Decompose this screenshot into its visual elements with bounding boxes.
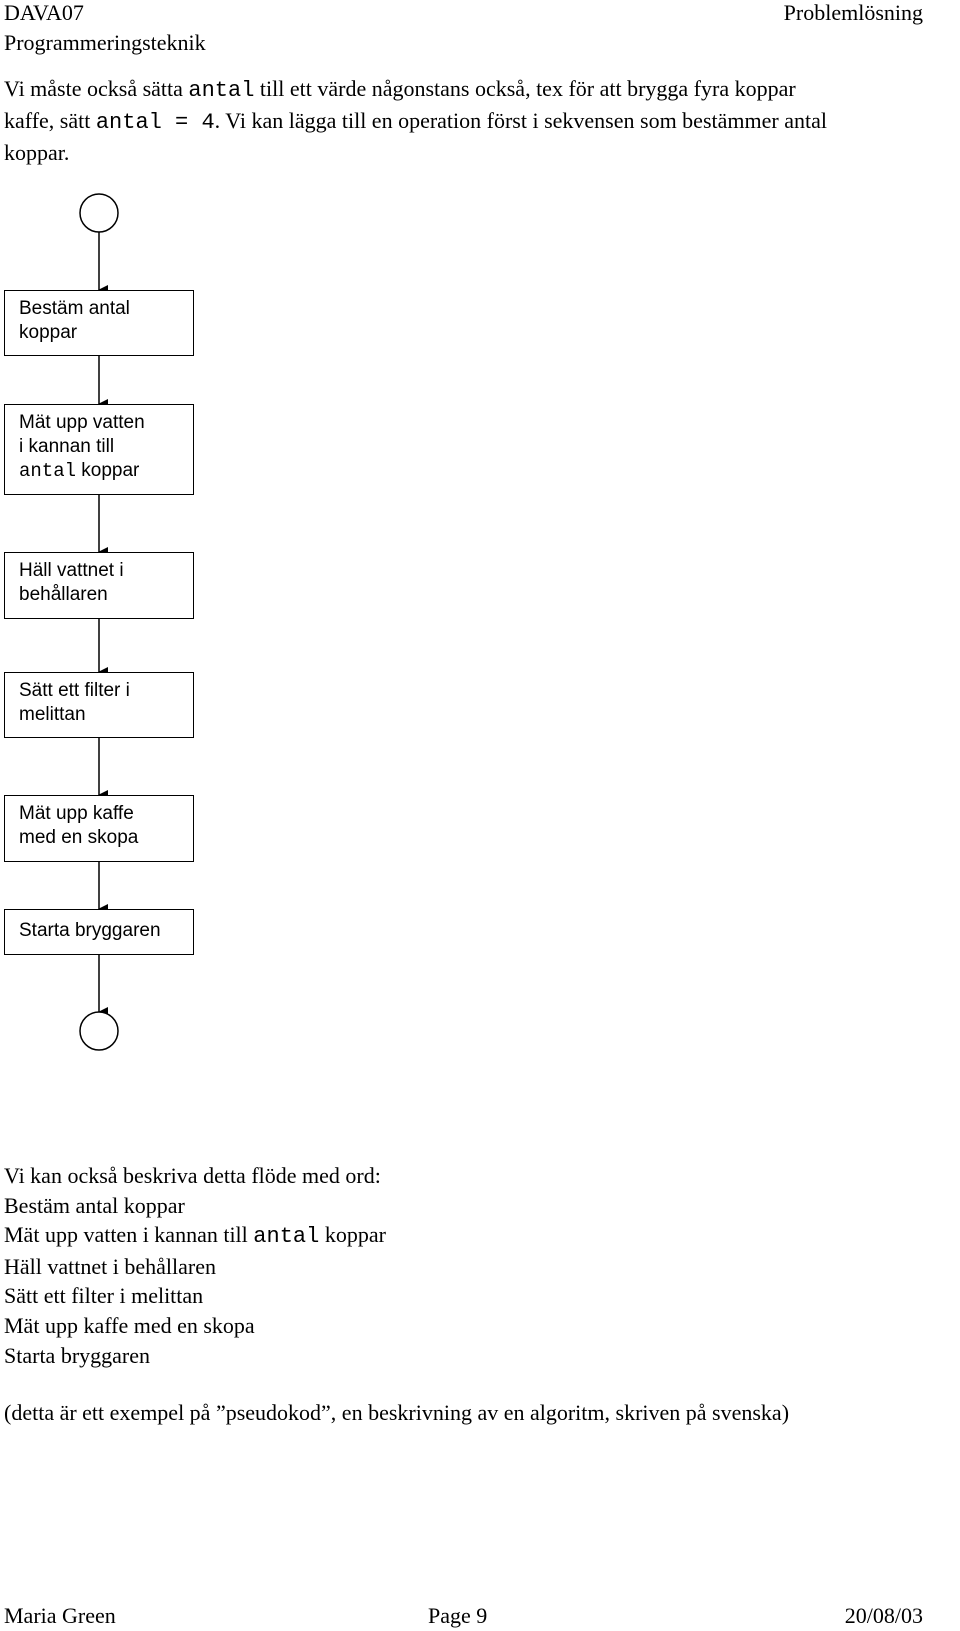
intro-line-3: koppar. (4, 140, 70, 165)
pseudocode-line-4: Sätt ett filter i melittan (4, 1283, 204, 1309)
code-antal: antal (188, 78, 255, 103)
pseudocode-note: (detta är ett exempel på ”pseudokod”, en… (4, 1400, 790, 1425)
course-code: DAVA07 (4, 0, 84, 25)
flowchart-diagram (79, 193, 119, 1051)
pseudocode-line-5: Mät upp kaffe med en skopa (4, 1312, 255, 1338)
pseudocode-section: Vi kan också beskriva detta flöde med or… (4, 1161, 386, 1370)
page-topic: Problemlösning (783, 0, 923, 25)
code-antal-flow: antal (19, 460, 77, 482)
flow-step-insert-filter: Sätt ett filter i melittan (4, 672, 194, 738)
pseudocode-intro: Vi kan också beskriva detta flöde med or… (4, 1163, 381, 1188)
flow-step-measure-coffee: Mät upp kaffe med en skopa (4, 795, 194, 862)
code-antal-pseudo: antal (253, 1224, 320, 1250)
pseudocode-line-3: Häll vattnet i behållaren (4, 1253, 216, 1279)
pseudocode-line-1: Bestäm antal koppar (4, 1192, 185, 1218)
flow-step-determine-cups: Bestäm antal koppar (4, 290, 194, 356)
pseudocode-line-6: Starta bryggaren (4, 1342, 150, 1368)
footer-author: Maria Green (4, 1603, 116, 1628)
intro-line-2: kaffe, sätt antal = 4. Vi kan lägga till… (4, 108, 827, 135)
page-header-left: DAVA07 Programmeringsteknik (4, 0, 206, 58)
pseudocode-line-2: Mät upp vatten i kannan till antal koppa… (4, 1222, 386, 1250)
flow-step-start-brewer: Starta bryggaren (4, 909, 194, 955)
course-name: Programmeringsteknik (4, 30, 206, 55)
flow-step-pour-water: Häll vattnet i behållaren (4, 552, 194, 619)
intro-paragraph: Vi måste också sätta antal till ett värd… (4, 74, 827, 168)
code-antal-assign: antal = 4 (95, 110, 215, 135)
footer-page-number: Page 9 (428, 1603, 488, 1628)
start-node (79, 193, 119, 233)
end-node (79, 1011, 119, 1051)
footer-date: 20/08/03 (844, 1603, 923, 1628)
flow-step-measure-water: Mät upp vatten i kannan till antal koppa… (4, 404, 194, 495)
intro-line-1: Vi måste också sätta antal till ett värd… (4, 76, 796, 103)
